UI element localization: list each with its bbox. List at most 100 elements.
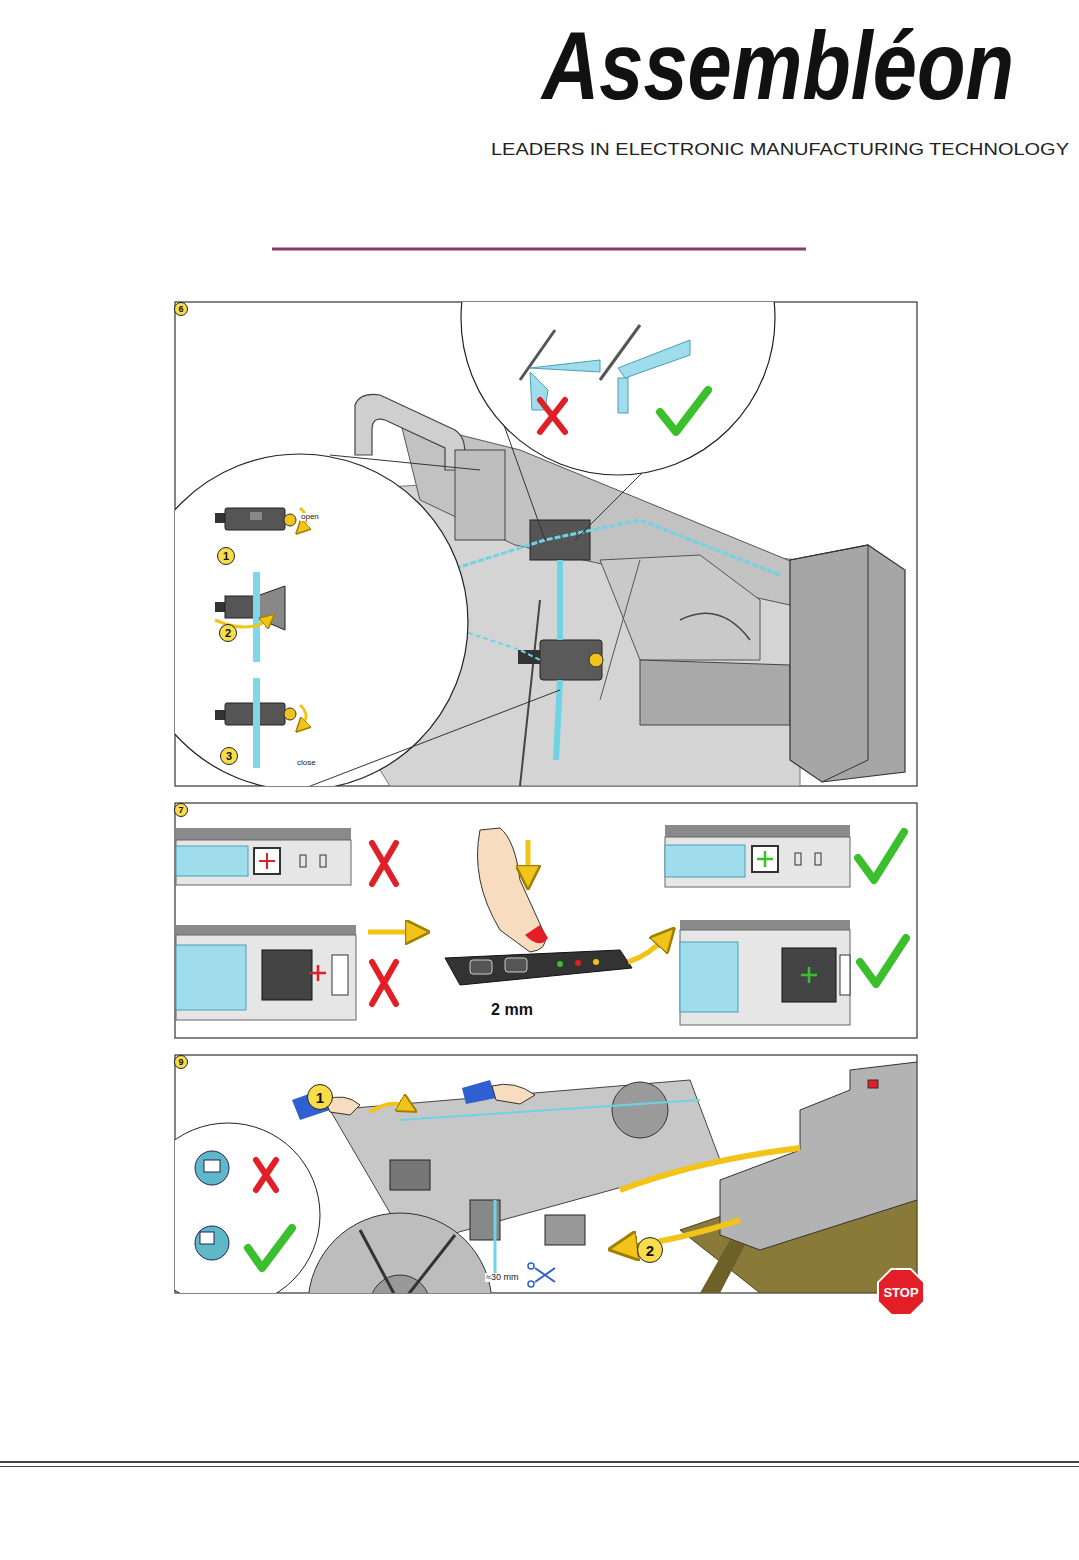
reel-illustration [620, 1148, 800, 1190]
pickup-illustration [254, 848, 280, 874]
pickup-illustration [176, 825, 906, 1025]
logo-text: Assembléon [542, 18, 1014, 114]
clip-open [250, 512, 262, 520]
reel-illustration [494, 1200, 497, 1275]
feeder-illustration [300, 690, 560, 786]
reel-illustration [308, 1213, 492, 1293]
reel-illustration [462, 1080, 496, 1104]
feeder-illustration [530, 520, 590, 560]
callout-number: 2 [219, 624, 237, 642]
feeder-illustration [461, 302, 775, 475]
reel-illustration [175, 1123, 320, 1293]
pickup-illustration [801, 967, 817, 983]
callout-text: 2 [225, 628, 231, 639]
clip-open [215, 508, 306, 530]
reel-illustration [400, 1235, 455, 1293]
footer-rule [0, 1466, 1079, 1467]
pickup-illustration [176, 925, 356, 935]
pickup-illustration [858, 832, 904, 880]
pickup-illustration [815, 853, 821, 865]
clip-closed [300, 705, 306, 728]
pickup-illustration [665, 837, 850, 887]
pickup-illustration [372, 843, 396, 884]
feeder-illustration [557, 560, 563, 640]
clip-closed [284, 708, 296, 720]
callout-number: 1 [307, 1084, 333, 1110]
tape-correct [618, 378, 628, 413]
clip-insert [253, 572, 260, 662]
tape-correct [660, 390, 708, 432]
feeder-illustration [556, 680, 560, 760]
tape-wrong [520, 330, 600, 432]
pickup-illustration [680, 930, 850, 1025]
clip-closed [215, 710, 225, 720]
reel-illustration [200, 1232, 214, 1244]
clip-insert [215, 602, 225, 612]
pickup-illustration [782, 948, 836, 1002]
reel-illustration [370, 1104, 410, 1112]
pickup-illustration [840, 955, 850, 995]
pickup-illustration [680, 920, 850, 930]
tagline: LEADERS IN ELECTRONIC MANUFACTURING TECH… [491, 141, 1069, 158]
panel-frame [175, 803, 917, 1038]
feeder-illustration [600, 555, 760, 660]
reel-illustration [545, 1215, 585, 1245]
pickup-illustration [368, 930, 420, 935]
pickup-illustration [320, 855, 326, 867]
clip-insert [215, 572, 285, 662]
pickup-illustration [470, 960, 492, 974]
title-rule [272, 249, 806, 250]
pickup-illustration [525, 925, 548, 943]
feeder-illustration [520, 600, 540, 786]
pickup-illustration [557, 961, 563, 967]
reel-illustration [535, 1268, 555, 1282]
clip-closed [215, 678, 306, 768]
reel-illustration [175, 1062, 917, 1293]
pickup-illustration [575, 960, 581, 966]
pickup-illustration [526, 840, 531, 880]
pickup-illustration [593, 959, 599, 965]
feeder-illustration [600, 560, 640, 700]
callout-text: 2 [646, 1243, 654, 1258]
pickup-illustration [310, 965, 326, 981]
small-label: open [300, 513, 320, 521]
panel-number: 7 [174, 803, 188, 817]
pickup-illustration [445, 950, 632, 985]
feeder-illustration [518, 650, 540, 664]
pickup-illustration [860, 938, 906, 984]
pickup-illustration [176, 935, 356, 1020]
reel-illustration [868, 1080, 878, 1088]
reel-illustration [256, 1160, 276, 1190]
pickup-illustration [176, 846, 248, 876]
pickup-illustration [505, 958, 527, 972]
clip-open [225, 508, 285, 530]
reel-illustration [492, 1084, 535, 1104]
callout-text: 1 [316, 1090, 324, 1105]
footer-rule [0, 1461, 1079, 1467]
feeder-illustration [175, 302, 905, 786]
pickup-illustration [665, 845, 745, 877]
feeder-illustration [680, 613, 750, 640]
reel-illustration [360, 1230, 400, 1293]
feeder-illustration [540, 640, 602, 680]
stop-text: STOP [883, 1286, 918, 1299]
panel-number: 6 [174, 302, 188, 316]
callout-number: 2 [637, 1237, 663, 1263]
callout-number: 1 [217, 547, 235, 565]
pickup-illustration [372, 962, 396, 1004]
pickup-illustration [176, 828, 351, 840]
feeder-illustration [455, 450, 505, 540]
pickup-illustration [262, 950, 312, 1000]
feeder-illustration [640, 660, 790, 725]
reel-illustration [195, 1226, 229, 1260]
title-rule [272, 248, 806, 251]
pickup-illustration [332, 955, 348, 995]
reel-illustration [390, 1160, 430, 1190]
callout-number: 3 [220, 747, 238, 765]
pickup-illustration [176, 945, 246, 1010]
callout-text: 7 [178, 806, 183, 815]
feeder-illustration [790, 545, 868, 782]
pickup-illustration [628, 935, 668, 962]
